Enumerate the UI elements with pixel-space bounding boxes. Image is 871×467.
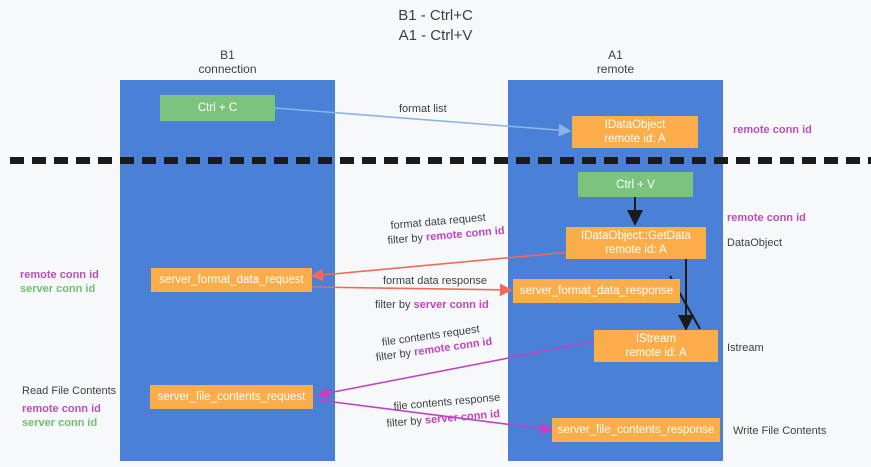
page-title: B1 - Ctrl+C A1 - Ctrl+V	[398, 7, 473, 44]
divider-dash	[846, 157, 860, 164]
divider-dash	[494, 157, 508, 164]
side-label-left-remote-conn-id: remote conn id	[20, 269, 99, 281]
divider-dash	[582, 157, 596, 164]
side-label-left-remote-conn-id-2: remote conn id	[22, 403, 101, 415]
edge-label-format-data-response-text: format data response	[383, 275, 487, 287]
side-label-remote-conn-id-mid: remote conn id	[727, 212, 806, 224]
filter-key-server-conn-id: server conn id	[413, 299, 489, 311]
node-server-format-data-response-label: server_format_data_response	[519, 285, 674, 297]
divider-dash	[230, 157, 244, 164]
divider-dash	[824, 157, 838, 164]
divider-dash	[384, 157, 398, 164]
node-istream-line-1: IStream	[635, 333, 677, 345]
divider-dash	[758, 157, 772, 164]
divider-dash	[120, 157, 134, 164]
divider-dash	[428, 157, 442, 164]
node-ctrl-v[interactable]: Ctrl + V	[578, 172, 693, 197]
node-idataobject-line-1: IDataObject	[604, 119, 666, 131]
divider-dash	[98, 157, 112, 164]
lane-title-a1: A1 remote	[596, 48, 635, 76]
divider-dash	[868, 157, 871, 164]
node-server-format-data-response[interactable]: server_format_data_response	[513, 279, 680, 303]
divider-dash	[604, 157, 618, 164]
node-ctrl-c[interactable]: Ctrl + C	[160, 95, 275, 121]
lane-title-b1: B1 connection	[198, 48, 257, 76]
side-label-write-file-contents: Write File Contents	[733, 425, 827, 437]
edge-label-format-data-response-filter: filter by server conn id	[375, 298, 489, 312]
divider-dash	[252, 157, 266, 164]
node-server-format-data-request-label: server_format_data_request	[159, 274, 304, 286]
divider-dash	[802, 157, 816, 164]
side-label-read-file-contents: Read File Contents	[22, 385, 117, 397]
node-server-format-data-request[interactable]: server_format_data_request	[151, 268, 312, 292]
edge-label-format-list-text: format list	[399, 103, 447, 115]
divider-dash	[318, 157, 332, 164]
divider-dash	[736, 157, 750, 164]
divider-dash	[670, 157, 684, 164]
edge-label-format-data-response: format data response	[383, 274, 487, 288]
divider-dash	[186, 157, 200, 164]
divider-dash	[274, 157, 288, 164]
node-istream[interactable]: IStream remote id: A	[594, 330, 718, 362]
divider-dash	[538, 157, 552, 164]
divider-dash	[164, 157, 178, 164]
node-idataobject-line-2: remote id: A	[604, 133, 666, 145]
divider-dash	[516, 157, 530, 164]
divider-dash	[472, 157, 486, 164]
node-ctrl-v-line-1: Ctrl + V	[616, 178, 655, 191]
side-label-left-server-conn-id: server conn id	[20, 283, 96, 295]
divider-dash	[208, 157, 222, 164]
divider-dash	[450, 157, 464, 164]
divider-dash	[32, 157, 46, 164]
divider-dash	[362, 157, 376, 164]
node-idataobject[interactable]: IDataObject remote id: A	[572, 116, 698, 148]
divider-dash	[648, 157, 662, 164]
divider-dash	[692, 157, 706, 164]
divider-dash	[296, 157, 310, 164]
node-server-file-contents-response[interactable]: server_file_contents_response	[552, 418, 720, 442]
node-server-file-contents-response-label: server_file_contents_response	[557, 424, 715, 436]
node-getdata-line-2: remote id: A	[605, 244, 667, 256]
node-getdata-line-1: IDataObject::GetData	[581, 230, 691, 242]
filter-prefix-3: filter by	[375, 346, 415, 364]
side-label-dataobject: DataObject	[727, 237, 783, 249]
edge-label-format-list: format list	[399, 102, 447, 116]
divider-dash	[10, 157, 24, 164]
divider-dash	[142, 157, 156, 164]
side-label-left-server-conn-id-2: server conn id	[22, 417, 98, 429]
divider-dash	[560, 157, 574, 164]
divider-dash	[714, 157, 728, 164]
divider-dash	[406, 157, 420, 164]
node-idataobject-getdata[interactable]: IDataObject::GetData remote id: A	[566, 227, 706, 259]
node-istream-line-2: remote id: A	[625, 347, 687, 359]
section-divider	[0, 157, 871, 164]
node-server-file-contents-request[interactable]: server_file_contents_request	[150, 385, 313, 409]
node-ctrl-c-line-1: Ctrl + C	[197, 102, 238, 114]
divider-dash	[76, 157, 90, 164]
node-server-file-contents-request-label: server_file_contents_request	[157, 391, 306, 403]
side-label-istream: Istream	[727, 342, 764, 354]
filter-prefix: filter by	[387, 231, 427, 247]
filter-prefix-2: filter by	[375, 299, 414, 311]
divider-dash	[626, 157, 640, 164]
divider-dash	[340, 157, 354, 164]
filter-prefix-4: filter by	[386, 414, 426, 430]
side-label-remote-conn-id-top: remote conn id	[733, 124, 812, 136]
filter-key-server-conn-id-2: server conn id	[424, 408, 501, 427]
divider-dash	[780, 157, 794, 164]
divider-dash	[54, 157, 68, 164]
